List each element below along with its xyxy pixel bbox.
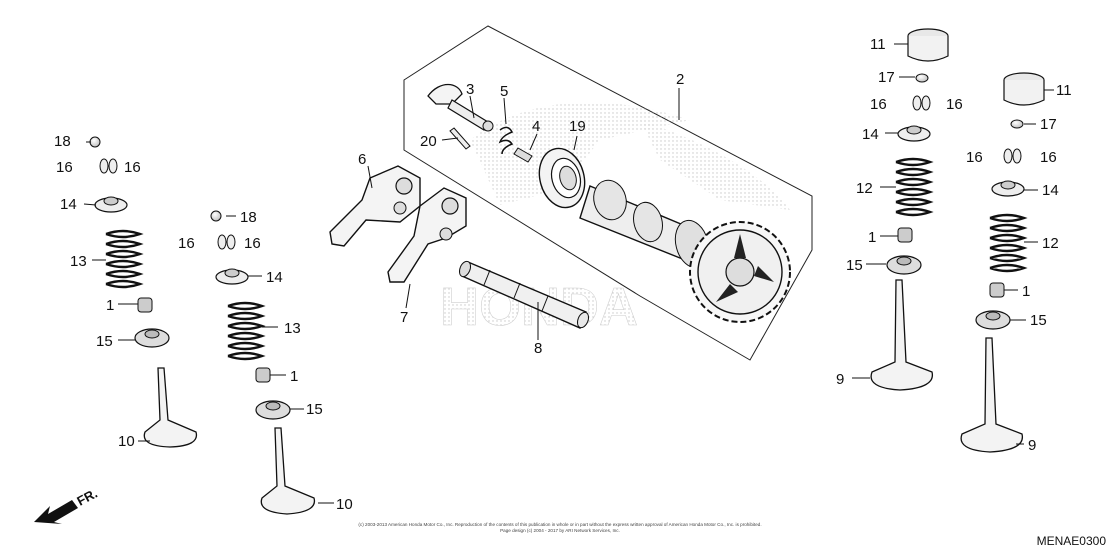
callout-3[interactable]: 3 [466,81,474,98]
decomp-weight-3[interactable] [427,83,494,132]
callout-15-left[interactable]: 15 [96,333,113,350]
callout-20[interactable]: 20 [420,133,437,150]
valve-9-right[interactable] [870,279,934,391]
cotters-16-left2[interactable] [217,234,236,250]
callout-15-left2[interactable]: 15 [306,401,323,418]
callout-9-right[interactable]: 9 [836,371,844,388]
callout-16-left2-a[interactable]: 16 [178,235,195,252]
rocker-arm-7-bore [441,197,459,215]
callout-14-right2[interactable]: 14 [1042,182,1059,199]
valve-spring-13-left2[interactable] [227,301,266,361]
tappet-11-right[interactable] [907,28,949,62]
callout-1-right2[interactable]: 1 [1022,283,1030,300]
callout-16-right-b[interactable]: 16 [946,96,963,113]
callout-14-right[interactable]: 14 [862,126,879,143]
cotters-16-right[interactable] [912,95,931,111]
callout-10-left[interactable]: 10 [118,433,135,450]
callouts: 2 3 5 4 19 20 6 7 8 18 16 16 14 13 1 15 … [54,36,1072,513]
callout-12-right[interactable]: 12 [856,180,873,197]
callout-6[interactable]: 6 [358,151,366,168]
valve-9-right2[interactable] [960,337,1024,453]
cotter-18-left2[interactable] [210,210,222,222]
callout-7[interactable]: 7 [400,309,408,326]
stem-seal-1-left2[interactable] [255,367,271,383]
diagram-code: MENAE0300 [1036,534,1106,548]
callout-17-right[interactable]: 17 [878,69,895,86]
copyright-notice: (c) 2003-2013 American Honda Motor Co., … [300,522,820,534]
callout-14-left[interactable]: 14 [60,196,77,213]
valve-spring-12-right[interactable] [895,157,934,217]
callout-16-left-b[interactable]: 16 [124,159,141,176]
cotter-18-left[interactable] [89,136,101,148]
front-label: FR. [74,486,100,509]
callout-19[interactable]: 19 [569,118,586,135]
callout-1-left2[interactable]: 1 [290,368,298,385]
bearing-19[interactable] [533,143,591,212]
stem-seal-1-right[interactable] [897,227,913,243]
copyright-line-2: Page design (c) 2004 - 2017 by ARI Netwo… [500,528,620,533]
cotters-16-right2[interactable] [1003,148,1022,164]
callout-8[interactable]: 8 [534,340,542,357]
shim-17-right2[interactable] [1010,119,1024,129]
callout-16-right2-a[interactable]: 16 [966,149,983,166]
callout-15-right2[interactable]: 15 [1030,312,1047,329]
rocker-shaft-8[interactable] [457,260,590,330]
callout-4[interactable]: 4 [532,118,540,135]
callout-1-right[interactable]: 1 [868,229,876,246]
retainer-14-right2[interactable] [991,180,1025,197]
svg-text:HONDA: HONDA [440,277,638,337]
retainer-14-left[interactable] [94,196,128,213]
callout-12-right2[interactable]: 12 [1042,235,1059,252]
spring-seat-15-right2[interactable] [975,310,1011,330]
stem-seal-1-left[interactable] [137,297,153,313]
callout-16-right-a[interactable]: 16 [870,96,887,113]
spring-seat-15-left[interactable] [134,328,170,348]
shim-17-right[interactable] [915,73,929,83]
callout-15-right[interactable]: 15 [846,257,863,274]
camshaft-2[interactable] [579,177,714,272]
callout-17-right2[interactable]: 17 [1040,116,1057,133]
copyright-line-1: (c) 2003-2013 American Honda Motor Co., … [358,522,762,527]
pin-20[interactable] [449,127,471,150]
tappet-11-right2[interactable] [1003,72,1045,106]
collar-4[interactable] [513,147,533,163]
callout-16-left-a[interactable]: 16 [56,159,73,176]
rocker-arm-6-roller [393,201,407,215]
callout-1-left[interactable]: 1 [106,297,114,314]
honda-watermark: HONDA [440,102,790,337]
spring-5[interactable] [498,126,514,155]
retainer-14-right[interactable] [897,125,931,142]
valve-10-left2[interactable] [260,427,316,515]
leader-lines [83,43,1054,504]
callout-9-right2[interactable]: 9 [1028,437,1036,454]
stem-seal-1-right2[interactable] [989,282,1005,298]
valve-10-left[interactable] [143,367,198,448]
callout-11-right2[interactable]: 11 [1056,82,1072,99]
rocker-arm-6-bore [395,177,413,195]
callout-11-right[interactable]: 11 [870,36,886,53]
valve-spring-13-left[interactable] [105,229,144,289]
cotters-16-left[interactable] [99,158,118,174]
callout-16-left2-b[interactable]: 16 [244,235,261,252]
valve-spring-12-right2[interactable] [989,213,1028,273]
spring-seat-15-left2[interactable] [255,400,291,420]
retainer-14-left2[interactable] [215,268,249,285]
callout-16-right2-b[interactable]: 16 [1040,149,1057,166]
spring-seat-15-right[interactable] [886,255,922,275]
callout-13-left2[interactable]: 13 [284,320,301,337]
callout-2[interactable]: 2 [676,71,684,88]
callout-18-left2[interactable]: 18 [240,209,257,226]
rocker-arm-7-roller [439,227,453,241]
callout-10-left2[interactable]: 10 [336,496,353,513]
callout-5[interactable]: 5 [500,83,508,100]
cam-sprocket [689,221,791,323]
front-direction-arrow: FR. [34,486,100,524]
assembly-box-outline [403,25,813,361]
callout-14-left2[interactable]: 14 [266,269,283,286]
callout-18-left[interactable]: 18 [54,133,71,150]
callout-13-left[interactable]: 13 [70,253,87,270]
